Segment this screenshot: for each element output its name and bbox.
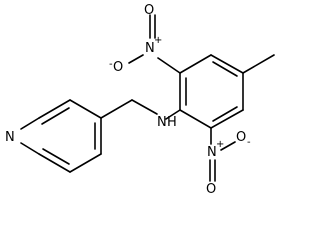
pyridine-nitrogen-label: N <box>5 130 15 145</box>
chemical-structure-diagram: N N H N + O O - N + O O - <box>5 3 275 197</box>
bottom-nitro-right-oxygen-negative-charge: - <box>247 137 251 148</box>
molecule-canvas: N N H N + O O - N + O O - <box>5 3 275 197</box>
bottom-nitro-nitrogen-label: N <box>207 145 217 160</box>
bottom-nitro-n-o-right-bond <box>220 141 236 151</box>
ch2-to-nh-bond <box>131 99 158 115</box>
top-nitro-c-n-bond <box>157 57 181 74</box>
benzene-bond-c6-c1 <box>179 109 212 129</box>
methyl-bond <box>242 54 275 74</box>
bottom-nitro-positive-charge: + <box>216 139 224 150</box>
pyridine-inner-double-1 <box>41 107 70 125</box>
bottom-nitro-group <box>209 127 236 182</box>
benzene-ring <box>179 54 244 129</box>
top-nitro-positive-charge: + <box>154 35 162 46</box>
pyridine-bond-n-c2 <box>20 117 40 130</box>
benzene-inner-double-3 <box>212 106 238 122</box>
pyridine-inner-double-3 <box>42 148 70 165</box>
bottom-nitro-down-oxygen-label: O <box>206 182 216 197</box>
benzene-bond-c2-c3 <box>179 54 212 74</box>
top-nitro-up-oxygen-label: O <box>144 3 154 18</box>
nh-to-benzene-bond <box>165 109 181 120</box>
pyridine-bond-c6-c1 <box>38 153 71 173</box>
top-nitro-n-o-left-bond <box>128 54 144 64</box>
pyridine-ring <box>20 99 102 173</box>
top-nitro-nitrogen-label: N <box>145 41 155 56</box>
ring-to-ch2-bond <box>100 99 133 119</box>
top-nitro-left-oxygen-label: O <box>113 60 123 75</box>
pyridine-bond-c2-c3 <box>38 99 71 119</box>
pyridine-bond-c3-c4 <box>69 99 102 119</box>
bottom-nitro-right-oxygen-label: O <box>236 130 246 145</box>
benzene-bond-c5-c6 <box>210 109 244 129</box>
methylene-linker <box>100 99 181 120</box>
top-nitro-left-oxygen-negative-charge: - <box>109 59 113 70</box>
pyridine-bond-c1-n <box>20 142 40 155</box>
amine-nitrogen-label: N <box>157 115 167 130</box>
pyridine-bond-c5-c6 <box>69 153 102 173</box>
top-nitro-group <box>128 14 181 74</box>
benzene-bond-c3-c4 <box>210 54 244 74</box>
benzene-inner-double-2 <box>212 61 238 77</box>
amine-hydrogen-label: H <box>167 115 177 130</box>
